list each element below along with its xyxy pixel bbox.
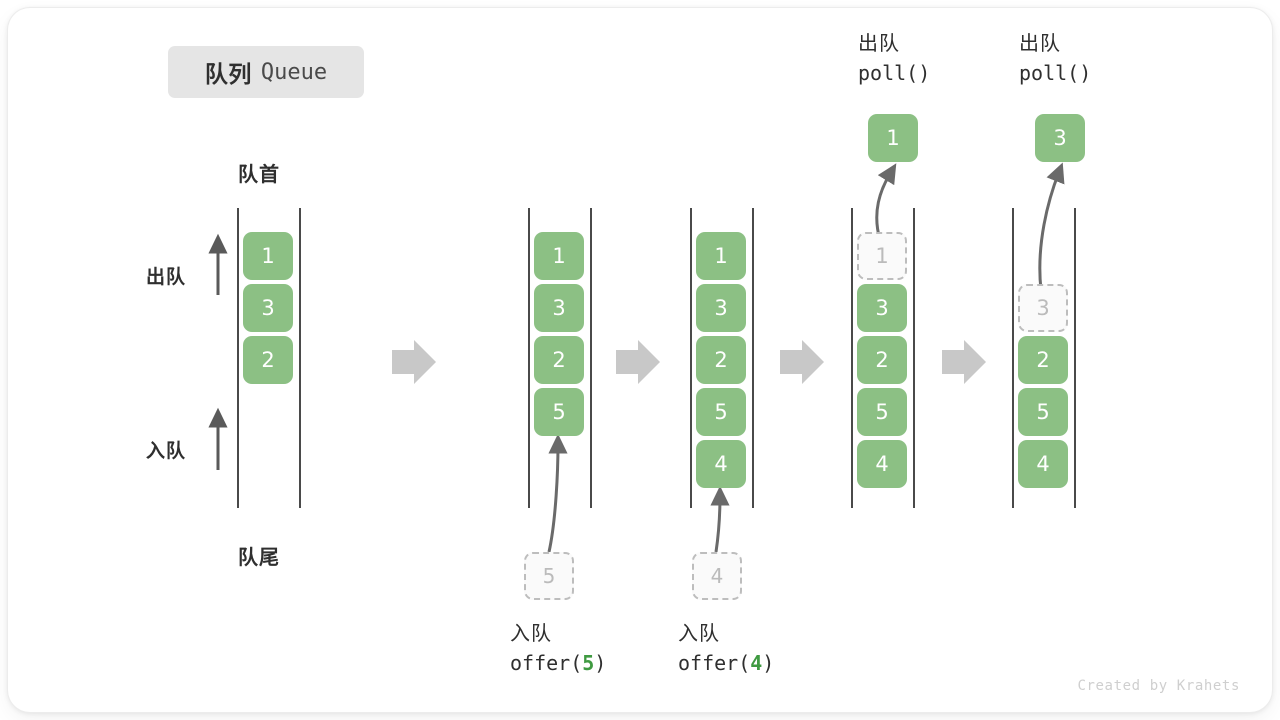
operation-code-suffix: ) <box>594 651 607 675</box>
queue-cell: 3 <box>696 284 746 332</box>
queue-cell: 2 <box>534 336 584 384</box>
dequeue-direction-label: 出队 <box>146 267 187 288</box>
step-arrow-3 <box>780 340 824 384</box>
queue-head-label: 队首 <box>238 164 280 186</box>
operation-label-cn: 出队 <box>858 33 900 55</box>
queue-cell: 5 <box>1018 388 1068 436</box>
rail-left <box>237 208 239 508</box>
queue-cell: 4 <box>696 440 746 488</box>
operation-offer-4: 入队 offer(4) <box>678 620 774 678</box>
operation-label-cn: 入队 <box>510 623 552 645</box>
queue-cell: 4 <box>857 440 907 488</box>
queue-cell: 2 <box>696 336 746 384</box>
step-arrow-2 <box>616 340 660 384</box>
operation-code: poll() <box>1019 61 1092 85</box>
operation-poll-3: 出队 poll() <box>1019 30 1091 88</box>
queue-cell: 2 <box>857 336 907 384</box>
queue-cell: 2 <box>1018 336 1068 384</box>
rail-right <box>913 208 915 508</box>
operation-poll-1: 出队 poll() <box>858 30 930 88</box>
step-arrow-1 <box>392 340 436 384</box>
enqueue-direction-label: 入队 <box>146 441 187 462</box>
operation-label-cn: 出队 <box>1019 33 1061 55</box>
queue-cell-ghost: 3 <box>1018 284 1068 332</box>
queue-cell: 4 <box>1018 440 1068 488</box>
rail-right <box>590 208 592 508</box>
queue-cell: 1 <box>243 232 293 280</box>
queue-cell: 1 <box>696 232 746 280</box>
operation-code-suffix: ) <box>762 651 775 675</box>
rail-left <box>528 208 530 508</box>
offer-5-arrow-icon <box>547 433 568 553</box>
queue-cell: 5 <box>534 388 584 436</box>
rail-left <box>1012 208 1014 508</box>
operation-label-cn: 入队 <box>678 623 720 645</box>
operation-code-arg: 4 <box>750 651 763 675</box>
poll-3-arrow-icon <box>1038 162 1065 291</box>
incoming-ghost-cell-4: 4 <box>692 552 742 600</box>
title-label-en: Queue <box>260 59 328 85</box>
step-arrow-4 <box>942 340 986 384</box>
queue-cell: 1 <box>534 232 584 280</box>
queue-cell-ghost: 1 <box>857 232 907 280</box>
queue-cell: 5 <box>696 388 746 436</box>
incoming-ghost-cell-5: 5 <box>524 552 574 600</box>
rail-right <box>752 208 754 508</box>
popped-cell-1: 1 <box>868 114 918 162</box>
offer-4-arrow-icon <box>710 485 730 553</box>
operation-code-prefix: offer( <box>678 651 751 675</box>
rail-left <box>851 208 853 508</box>
queue-cell: 2 <box>243 336 293 384</box>
poll-1-arrow-icon <box>875 163 897 241</box>
rail-right <box>299 208 301 508</box>
popped-cell-3: 3 <box>1035 114 1085 162</box>
queue-tail-label: 队尾 <box>238 547 280 569</box>
queue-cell: 3 <box>243 284 293 332</box>
queue-cell: 3 <box>857 284 907 332</box>
operation-code: poll() <box>858 61 931 85</box>
operation-code: offer(4) <box>678 649 774 678</box>
operation-code: offer(5) <box>510 649 606 678</box>
operation-code-arg: 5 <box>582 651 595 675</box>
operation-offer-5: 入队 offer(5) <box>510 620 606 678</box>
credit-text: Created by Krahets <box>1077 678 1240 694</box>
queue-cell: 3 <box>534 284 584 332</box>
title-chip: 队列 Queue <box>168 46 364 98</box>
rail-right <box>1074 208 1076 508</box>
rail-left <box>690 208 692 508</box>
title-label-cn: 队列 <box>204 61 252 87</box>
operation-code-prefix: offer( <box>510 651 583 675</box>
queue-cell: 5 <box>857 388 907 436</box>
